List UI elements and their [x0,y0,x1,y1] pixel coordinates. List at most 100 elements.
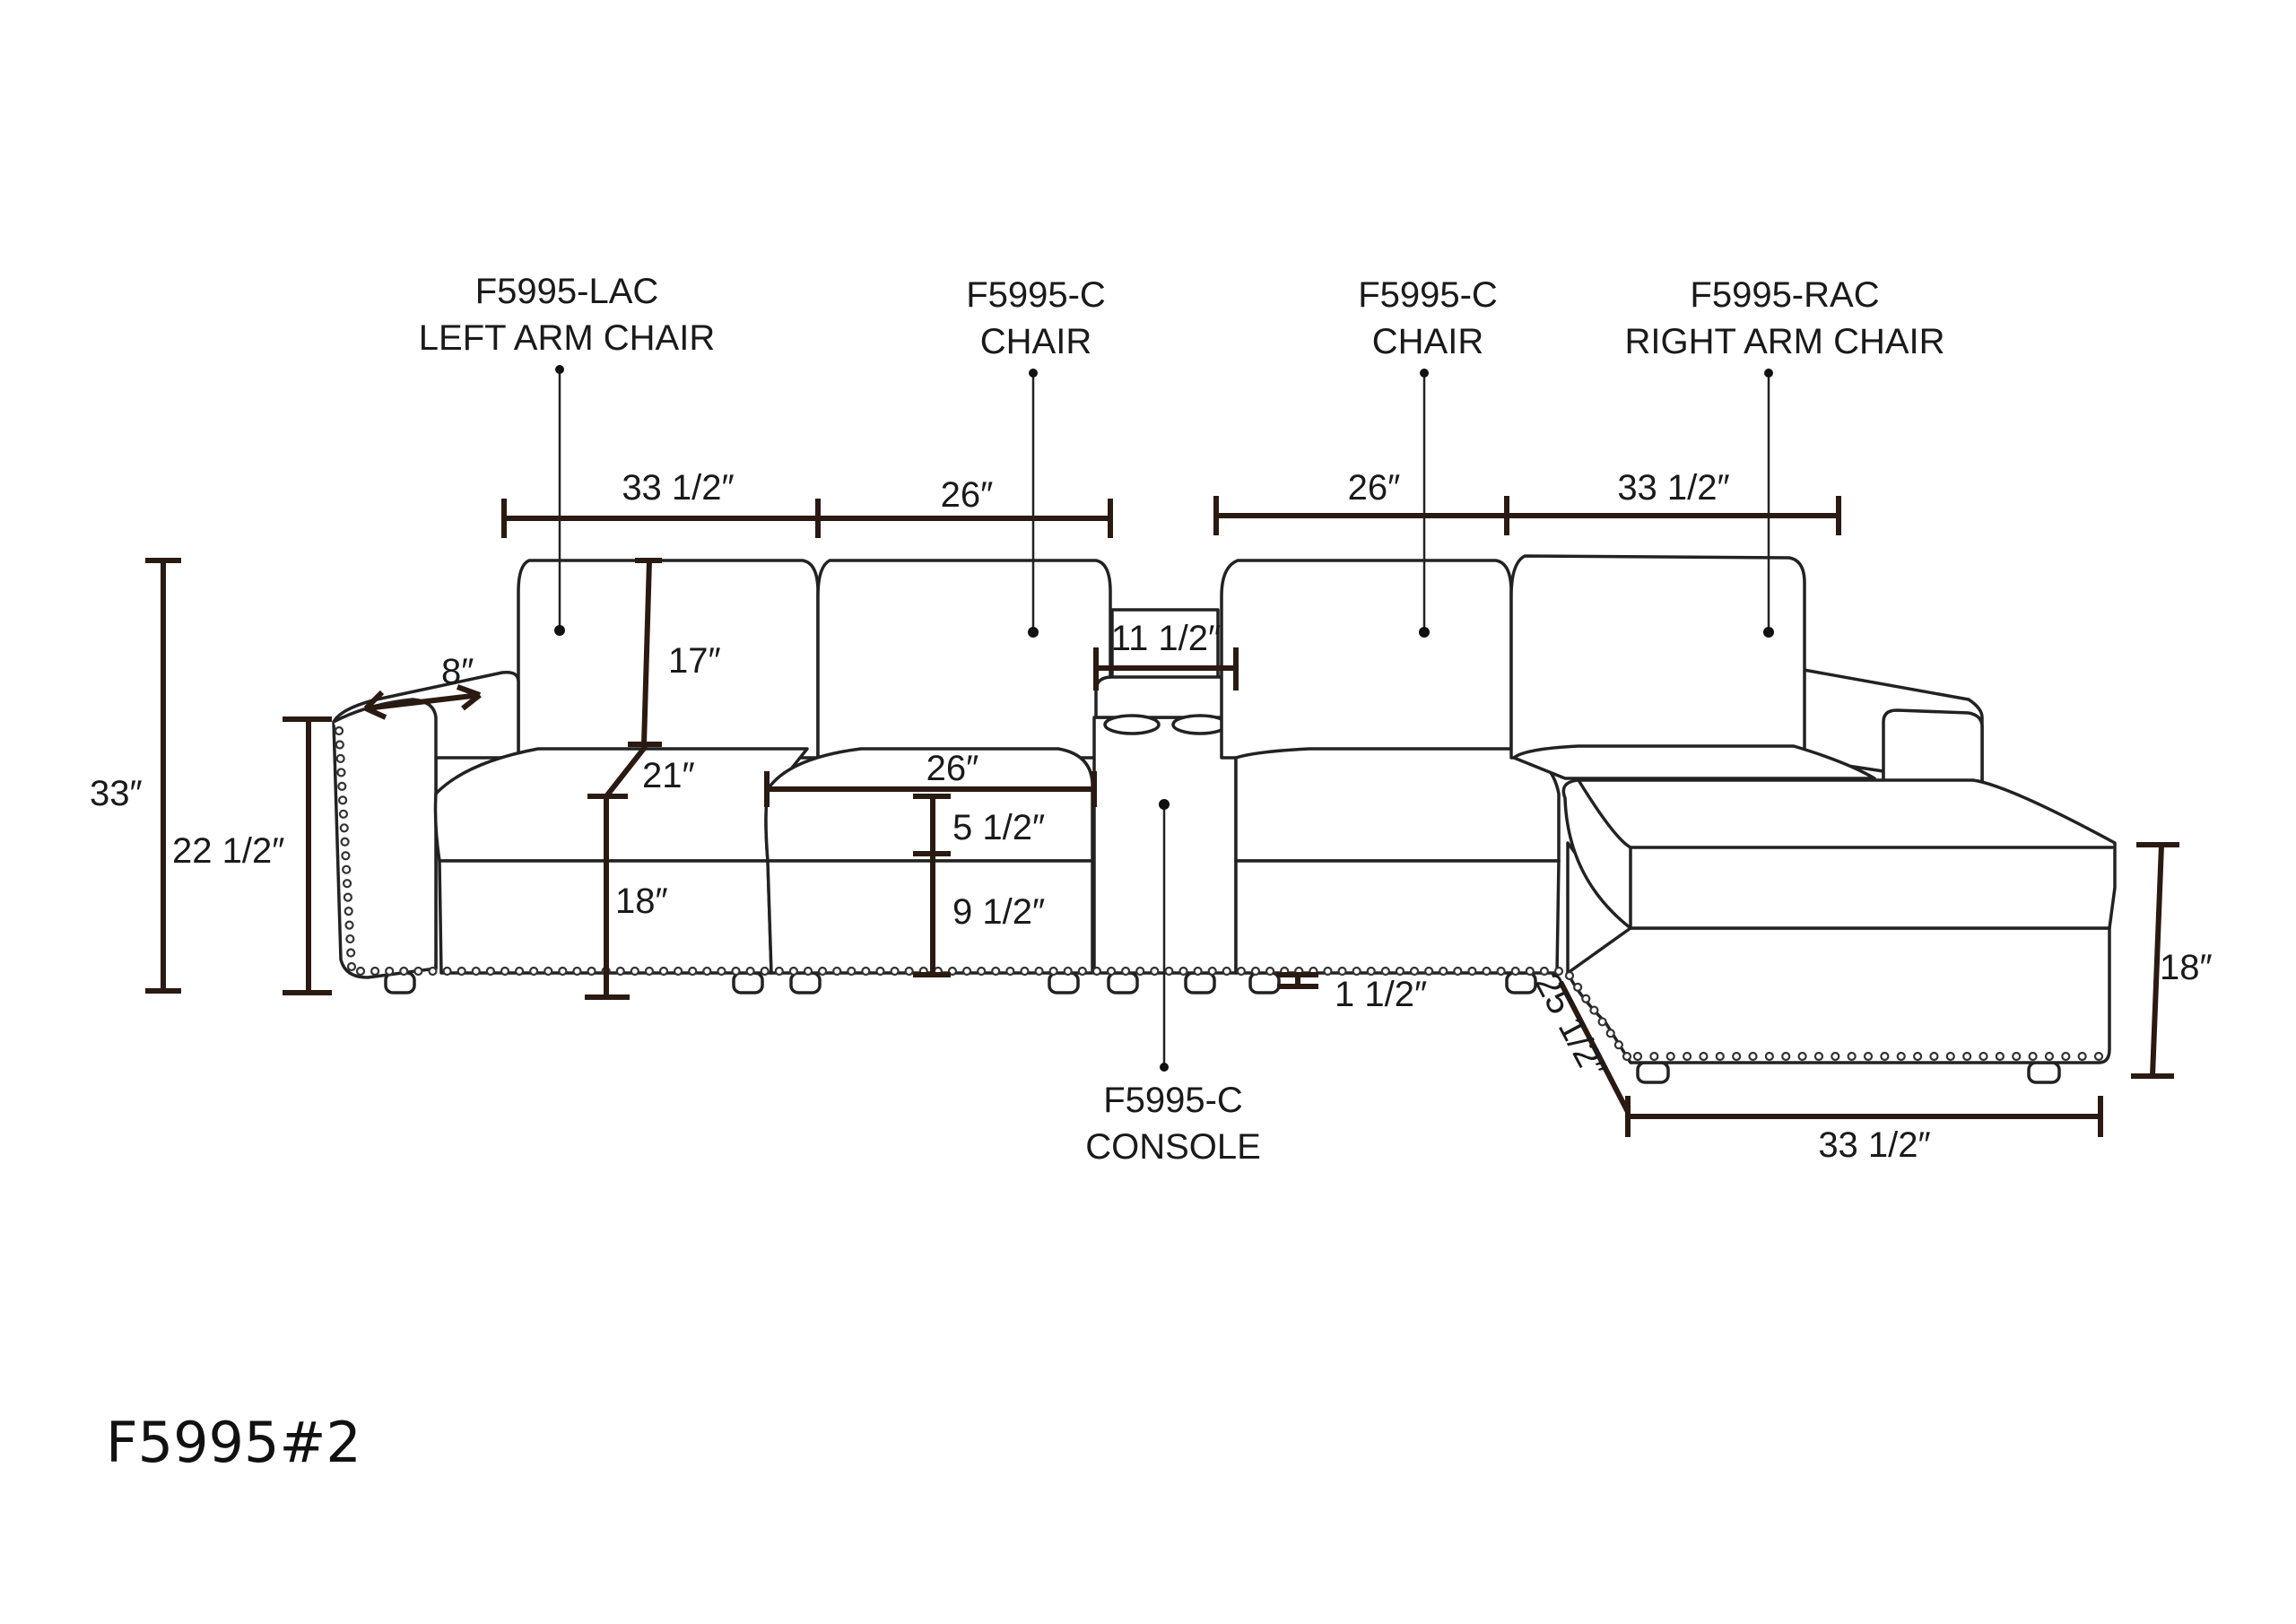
nailhead-stud [615,966,625,977]
nailhead-stud [658,966,669,977]
lac-arm-top [333,698,438,968]
dim-cushion-height: 5 1/2″ [952,808,1045,847]
nailhead-stud [1178,966,1188,977]
nailhead-stud [1622,1051,1632,1062]
dimension-lines [145,496,2179,1137]
nailhead-stud [338,809,349,819]
nailhead-stud [817,966,828,977]
dim-seat-height: 18″ [615,881,668,921]
nailhead-stud [1005,966,1015,977]
model-number: F5995#2 [106,1410,361,1475]
nailhead-stud [1764,1051,1774,1062]
nailhead-stud [788,966,798,977]
nailhead-stud [904,966,914,977]
dim-total-height: 33″ [90,774,143,813]
chair-2-drawing [1220,559,1561,975]
rac-arm-front [1882,708,1984,791]
nailhead-stud [1510,966,1520,977]
nailhead-stud [1589,1005,1599,1015]
nailhead-stud [1337,966,1347,977]
ottoman-cushion-top [1561,778,2117,930]
nailhead-stud [413,966,423,977]
nailhead-stud [1366,966,1376,977]
nailhead-stud [1135,966,1145,977]
dim-base-height: 9 1/2″ [952,892,1045,932]
dim-seat-depth: 21″ [642,756,695,795]
nailhead-stud [2012,1051,2022,1062]
nailhead-stud [1979,1051,1988,1062]
nailhead-stud [340,837,350,847]
nailhead-stud [991,966,1001,977]
nailhead-stud [1597,1017,1607,1027]
nailhead-stud [1323,966,1333,977]
nailhead-stud [1665,1051,1675,1062]
nailhead-stud [1525,966,1535,977]
nailhead-stud [587,966,596,977]
nailhead-stud [500,966,510,977]
nailhead-stud [529,966,539,977]
nailhead-stud [338,795,348,805]
chair-1-code: F5995-C [966,275,1106,315]
right-arm-chair-drawing [1509,554,1984,791]
nailhead-stud [1222,966,1231,977]
nailhead-stud [339,823,349,833]
nailhead-stud [1020,966,1030,977]
nailhead-stud [485,966,495,977]
sofa-legs [384,971,2061,1084]
nailhead-stud [337,781,347,791]
nailhead-stud [336,768,346,777]
nailhead-stud [1482,966,1492,977]
nailhead-stud [385,966,395,977]
nailhead-stud [1962,1051,1972,1062]
nailhead-stud [399,966,409,977]
dim-lac-width: 33 1/2″ [622,468,734,508]
nailhead-stud [558,966,568,977]
cup-holder-left [1103,714,1161,735]
chair-2-name: CHAIR [1372,322,1483,361]
nailhead-stud [644,966,655,977]
nailhead-stud [774,966,784,977]
rac-back-cushion [1509,554,1806,760]
nailhead-stud [977,966,987,977]
nailhead-stud [1380,966,1390,977]
nailhead-stud [335,753,345,764]
nailhead-stud [890,966,900,977]
rac-name: RIGHT ARM CHAIR [1624,322,1944,361]
nailhead-stud [428,966,438,977]
dim-leg-height: 1 1/2″ [1335,975,1427,1014]
nailhead-stud [1250,966,1261,977]
dim-c2-width: 26″ [1348,468,1401,508]
nailhead-stud [341,851,351,861]
nailhead-stud [344,920,354,930]
dim-arm-height: 22 1/2″ [172,831,284,871]
nailhead-stud [1813,1051,1824,1062]
nailhead-stud [1649,1051,1659,1062]
dim-rac-width: 33 1/2″ [1617,468,1729,508]
nailhead-stud [370,966,380,977]
c2-base [1234,859,1561,975]
nailhead-stud [731,966,741,977]
nailhead-stud [1034,966,1044,977]
part-labels: F5995-LAC LEFT ARM CHAIR F5995-C CHAIR F… [419,272,1945,1167]
cup-holder-right [1171,714,1229,735]
nailhead-stud [2077,1051,2087,1062]
nailhead-stud [342,864,352,874]
nailhead-stud [2028,1051,2038,1062]
nailhead-stud [1748,1051,1758,1062]
c2-seat-cushion [1234,747,1561,863]
dim-ottoman-width: 33 1/2″ [1818,1125,1930,1165]
nailhead-stud [1409,966,1420,977]
nailhead-stud [760,966,770,977]
nailhead-stud [1467,966,1477,977]
dim-back-height: 17″ [668,641,721,681]
nailhead-stud [875,966,885,977]
nailhead-stud [1150,966,1160,977]
c2-back-cushion [1220,559,1513,760]
nailhead-stud [1539,966,1550,977]
nailhead-stud [1880,1051,1890,1062]
nailhead-stud [1164,966,1174,977]
nailhead-stud [961,966,972,977]
c1-back-cushion [816,559,1112,760]
nailhead-stud [1581,994,1591,1003]
nailhead-stud [1063,966,1073,977]
